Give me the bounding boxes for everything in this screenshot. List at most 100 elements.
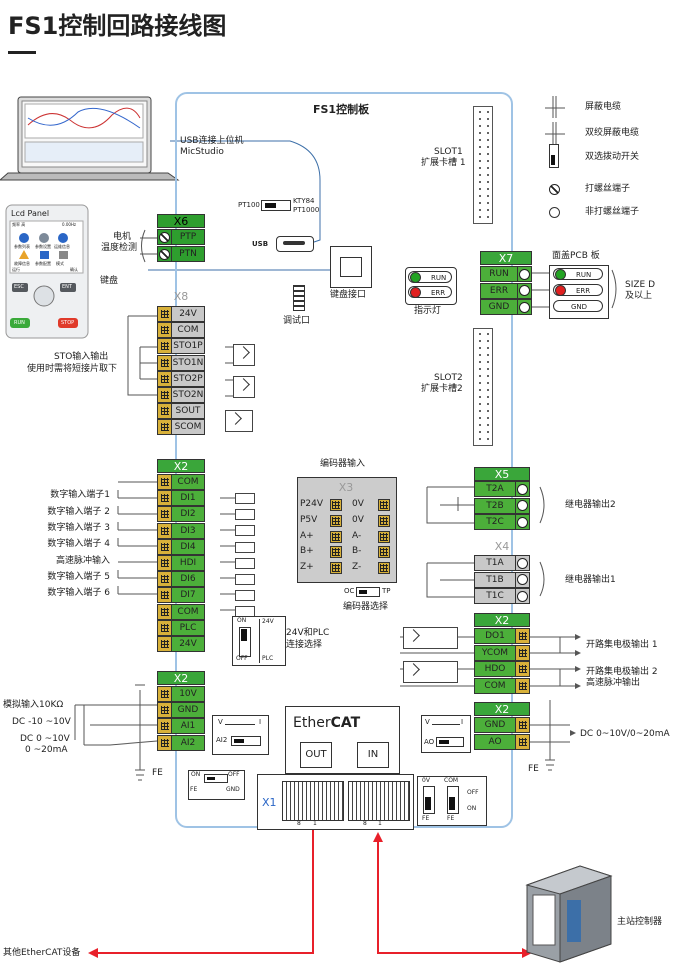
x2-di-pin-di6[interactable]: DI6 (157, 571, 205, 588)
key-run[interactable]: RUN (14, 320, 25, 326)
x2-do-pin-do1[interactable]: DO1 (474, 628, 530, 644)
debug-port-icon[interactable] (293, 285, 305, 311)
encoder-select-switch[interactable] (356, 587, 380, 597)
x8-pin-sout[interactable]: SOUT (157, 403, 205, 420)
x2-do-pin-hdo[interactable]: HDO (474, 661, 530, 677)
usb-port-icon[interactable] (276, 236, 314, 252)
input-resistor-icon (235, 574, 255, 585)
x2-ao-pin-ao[interactable]: AO (474, 733, 530, 750)
pin-label: STO1P (173, 341, 203, 352)
x3-header: X3 (338, 481, 354, 494)
x2-ai-pin-10v[interactable]: 10V (157, 686, 205, 702)
x8-pin-sto1p[interactable]: STO1P (157, 338, 205, 355)
ethercat-in-port[interactable] (348, 781, 410, 821)
x6-pin-ptp[interactable]: PTP (157, 229, 205, 245)
x2-do-pin-com[interactable]: COM (474, 677, 530, 694)
x3-spring-terminal[interactable] (378, 499, 390, 511)
x4-pin-t1c[interactable]: T1C (474, 588, 530, 604)
spring-terminal-icon (158, 323, 172, 338)
pin-label: GND (177, 705, 199, 716)
x2-di-pin-com[interactable]: COM (157, 603, 205, 620)
ai2-vi-switch[interactable] (212, 715, 269, 755)
round-terminal-icon (515, 572, 529, 587)
round-terminal-icon (517, 283, 531, 298)
round-terminal-icon (515, 556, 529, 570)
key-stop[interactable]: STOP (61, 320, 75, 326)
temp-sensor-switch[interactable] (261, 200, 291, 211)
x4-pin-t1a[interactable]: T1A (474, 555, 530, 571)
x3-spring-terminal[interactable] (378, 546, 390, 559)
x3-spring-terminal[interactable] (330, 514, 342, 527)
usb-label: USB (252, 240, 269, 248)
slot2-label: SLOT2 (434, 373, 463, 383)
x5-pin-t2b[interactable]: T2B (474, 497, 530, 514)
x2-di-pin-di4[interactable]: DI4 (157, 538, 205, 555)
x2-di-pin-plc[interactable]: PLC (157, 619, 205, 636)
x2-di-pin-24v[interactable]: 24V (157, 636, 205, 652)
spring-terminal-icon (158, 637, 172, 651)
x4-pin-t1b[interactable]: T1B (474, 571, 530, 588)
x2-ai-pin-ai1[interactable]: AI1 (157, 718, 205, 735)
x3-spring-terminal[interactable] (378, 514, 390, 527)
pin-label: T1A (486, 558, 504, 568)
x2-ao-pin-gnd[interactable]: GND (474, 717, 530, 733)
lcd-param-cfg: 参数配置 (35, 261, 51, 266)
x2-do-pin-ycom[interactable]: YCOM (474, 644, 530, 661)
key-esc[interactable]: ESC (14, 284, 24, 290)
x7-pin-run[interactable]: RUN (480, 266, 532, 282)
x8-pin-sto1n[interactable]: STO1N (157, 354, 205, 371)
ao-vi-switch[interactable] (421, 715, 471, 753)
x2-ai-pin-gnd[interactable]: GND (157, 702, 205, 719)
plc-select-switch[interactable] (232, 616, 286, 666)
ai2-i: I (259, 718, 262, 726)
x5-pin-t2c[interactable]: T2C (474, 514, 530, 530)
x8-pin-24v[interactable]: 24V (157, 306, 205, 322)
x8-pin-sto2p[interactable]: STO2P (157, 370, 205, 387)
hdo-optocoupler (403, 661, 458, 683)
ethercat-out-port[interactable] (282, 781, 344, 821)
x3-pin-left-label: P24V (300, 499, 324, 509)
fe-sw-fe: FE (190, 786, 198, 793)
x5-header: X5 (474, 467, 530, 481)
x2-di-pin-di3[interactable]: DI3 (157, 522, 205, 539)
x3-pin-right-label: A- (352, 530, 362, 541)
key-ent[interactable]: ENT (62, 284, 72, 290)
x8-pin-com[interactable]: COM (157, 322, 205, 339)
x2-di-pin-di1[interactable]: DI1 (157, 490, 205, 507)
x3-spring-terminal[interactable] (330, 562, 342, 575)
x6-pin-ptn[interactable]: PTN (157, 246, 205, 262)
pin-label: GND (488, 302, 510, 312)
port-in-pin8: 8 (363, 820, 367, 827)
spring-terminal-icon (158, 604, 172, 619)
fe-dip-switch[interactable] (417, 776, 487, 826)
fe-sw-gnd: GND (226, 786, 240, 793)
x7-pin-gnd[interactable]: GND (480, 299, 532, 315)
x5-pin-t2a[interactable]: T2A (474, 481, 530, 497)
x8-pin-sto2n[interactable]: STO2N (157, 387, 205, 403)
pin-label: T2A (486, 484, 504, 494)
x2-ai-pin-ai2[interactable]: AI2 (157, 734, 205, 751)
x1-label: X1 (262, 796, 277, 809)
input-resistor-icon (235, 509, 255, 521)
x3-spring-terminal[interactable] (378, 562, 390, 575)
x2-di-pin-di2[interactable]: DI2 (157, 506, 205, 523)
x3-spring-terminal[interactable] (330, 499, 342, 511)
x2-di-pin-hdi[interactable]: HDI (157, 555, 205, 571)
x2-di-pin-com[interactable]: COM (157, 474, 205, 490)
pin-label: T1C (486, 591, 504, 601)
spring-terminal-icon (158, 588, 172, 603)
legend-switch-icon (549, 144, 559, 168)
x7-pin-err[interactable]: ERR (480, 282, 532, 299)
pin-label: 24V (179, 639, 197, 649)
fe-gnd-switch[interactable] (188, 770, 245, 800)
x3-spring-terminal[interactable] (378, 530, 390, 543)
pt100-label: PT100 (238, 201, 260, 209)
x3-spring-terminal[interactable] (330, 546, 342, 559)
keypad-port-icon[interactable] (330, 246, 372, 288)
x3-spring-terminal[interactable] (330, 530, 342, 543)
x8-pin-scom[interactable]: SCOM (157, 419, 205, 436)
ec-in-label: IN (357, 742, 389, 768)
input-resistor-icon (235, 590, 255, 602)
spring-terminal-icon (158, 475, 172, 489)
x2-di-pin-di7[interactable]: DI7 (157, 587, 205, 604)
